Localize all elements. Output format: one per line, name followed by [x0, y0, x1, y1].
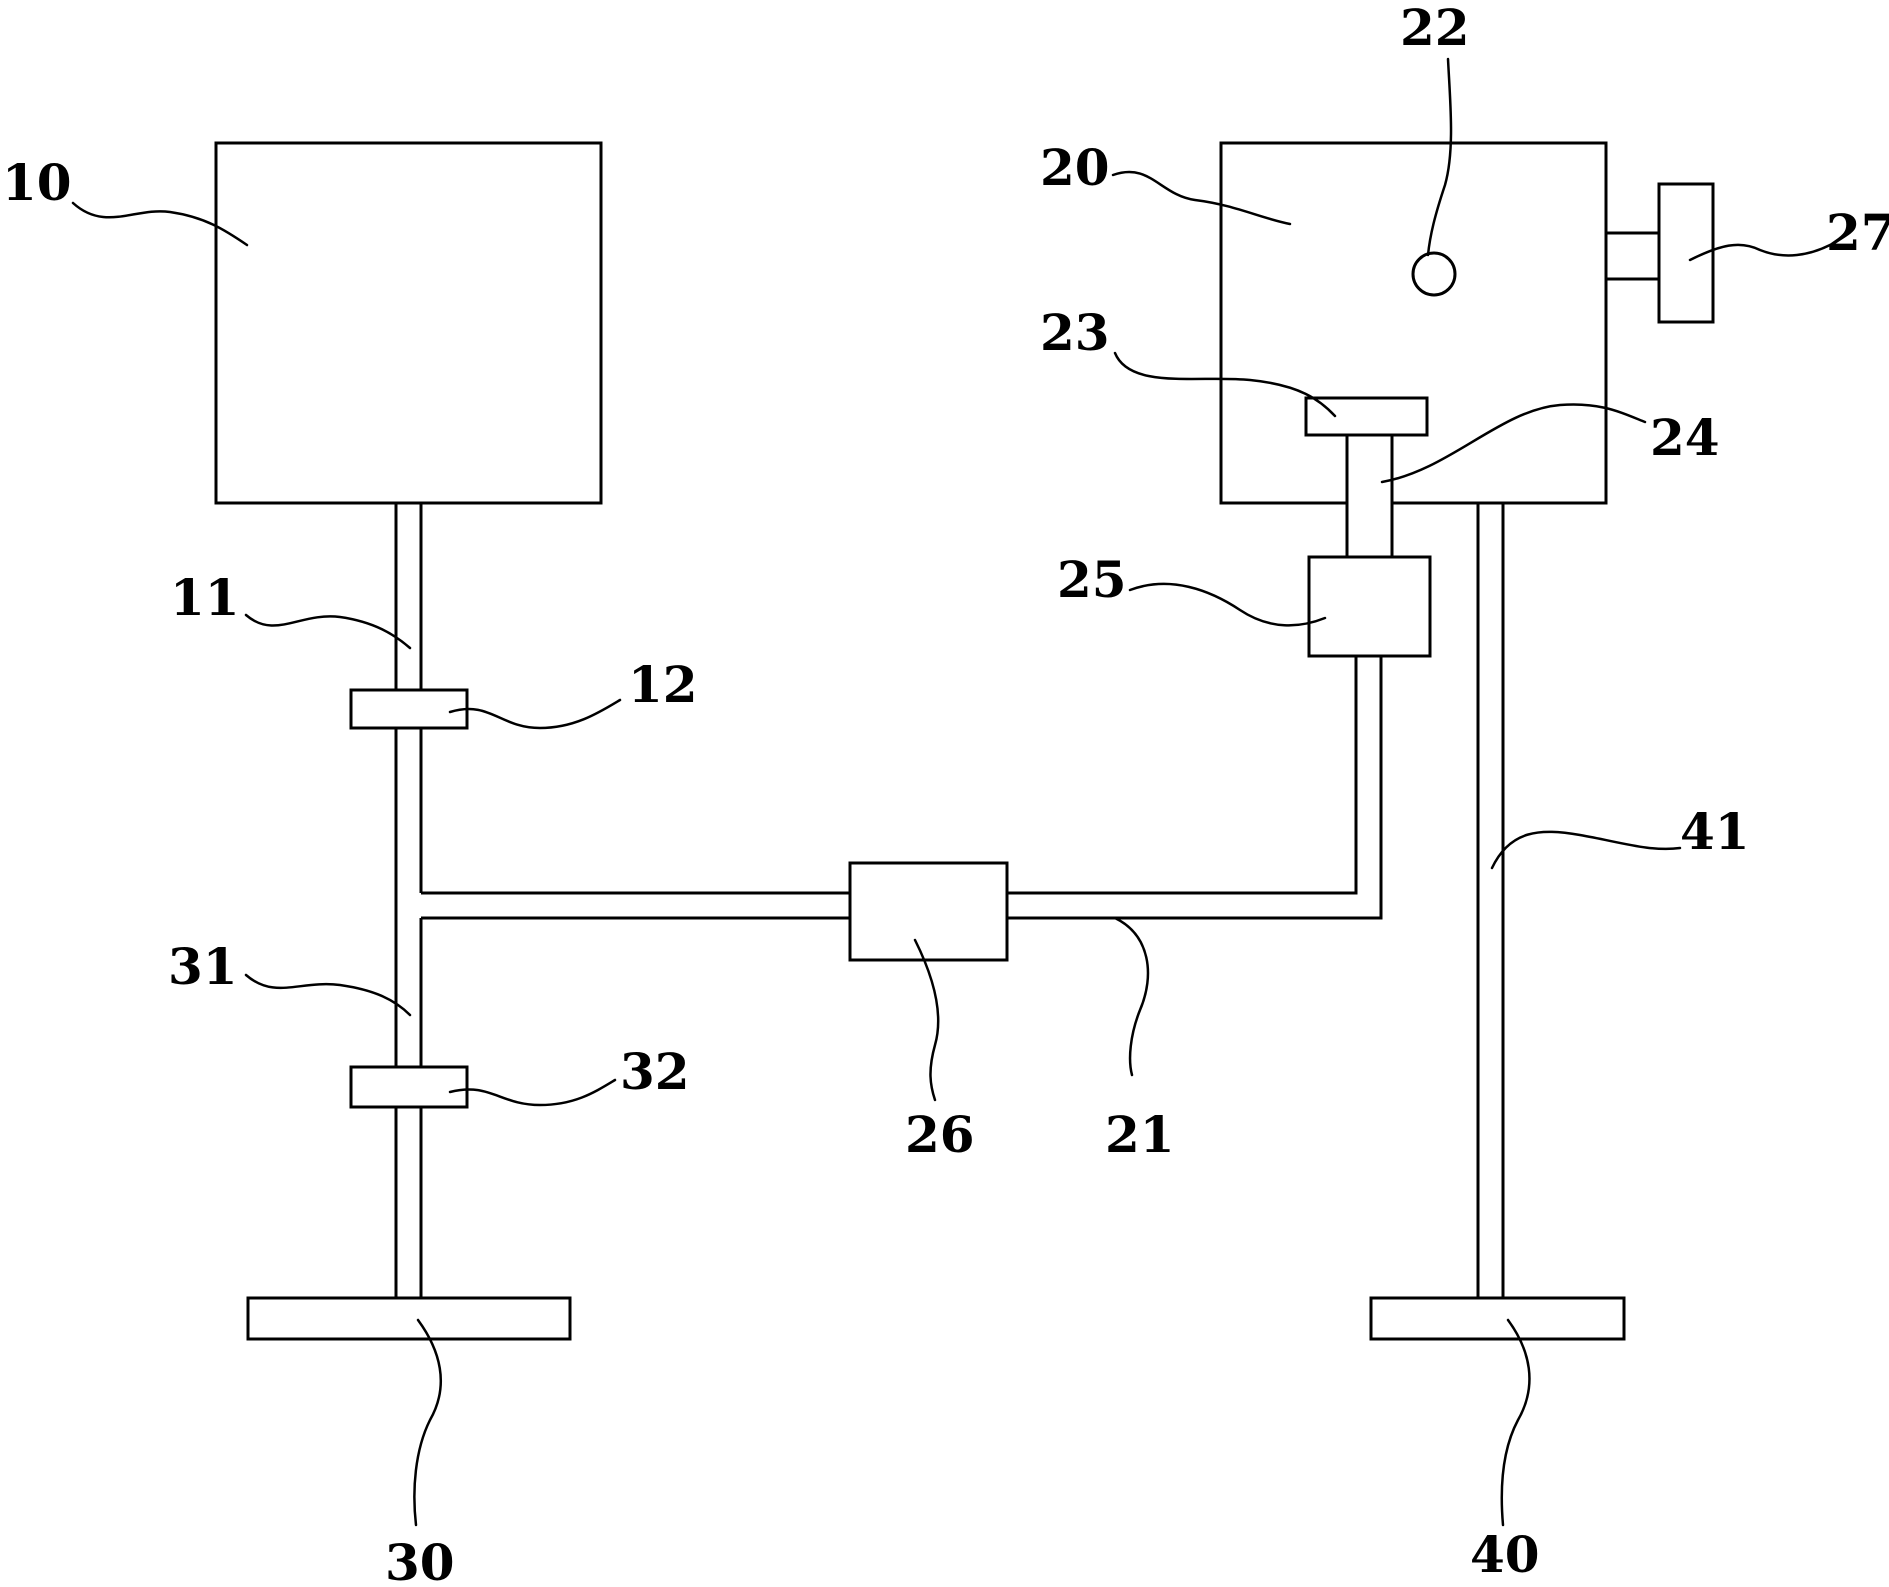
leader-22 — [1426, 57, 1453, 257]
pipe-21-right-lower-wall — [1007, 656, 1383, 920]
clamp-32 — [349, 1065, 469, 1109]
base-30 — [246, 1296, 572, 1341]
box-20 — [1219, 141, 1608, 505]
leader-11 — [244, 613, 412, 650]
connector-27-shaft — [1604, 231, 1661, 281]
label-25: 25 — [1057, 550, 1127, 609]
label-22: 22 — [1400, 0, 1470, 57]
leader-10 — [71, 201, 249, 247]
leader-41 — [1490, 830, 1682, 870]
leader-26 — [913, 938, 940, 1102]
clamp-12 — [349, 688, 469, 730]
label-21: 21 — [1105, 1105, 1175, 1164]
leader-24 — [1380, 403, 1647, 484]
box-10 — [214, 141, 603, 505]
leader-23 — [1113, 351, 1337, 418]
label-41: 41 — [1680, 802, 1750, 861]
leader-27 — [1688, 243, 1832, 262]
label-10: 10 — [2, 153, 72, 212]
label-12: 12 — [628, 655, 698, 714]
label-30: 30 — [385, 1533, 455, 1587]
leader-40 — [1500, 1318, 1531, 1527]
stem-24 — [1345, 433, 1394, 559]
label-23: 23 — [1040, 303, 1110, 362]
label-24: 24 — [1650, 408, 1720, 467]
leader-21 — [1113, 916, 1150, 1077]
leader-25 — [1128, 582, 1327, 627]
plate-23 — [1304, 396, 1429, 437]
label-27: 27 — [1826, 203, 1889, 262]
label-40: 40 — [1470, 1525, 1540, 1584]
leader-30 — [413, 1318, 443, 1527]
block-25 — [1307, 555, 1432, 658]
leader-31 — [244, 973, 412, 1017]
leader-20 — [1111, 170, 1292, 226]
label-26: 26 — [905, 1105, 975, 1164]
leader-32 — [448, 1078, 617, 1107]
leader-12 — [448, 698, 622, 730]
circle-22 — [1411, 251, 1457, 297]
base-40 — [1369, 1296, 1626, 1341]
valve-26 — [848, 861, 1009, 962]
label-31: 31 — [168, 937, 238, 996]
pipe-21-right-upper-wall — [1007, 656, 1358, 895]
label-11: 11 — [170, 568, 240, 627]
label-20: 20 — [1040, 138, 1110, 197]
label-32: 32 — [620, 1042, 690, 1101]
